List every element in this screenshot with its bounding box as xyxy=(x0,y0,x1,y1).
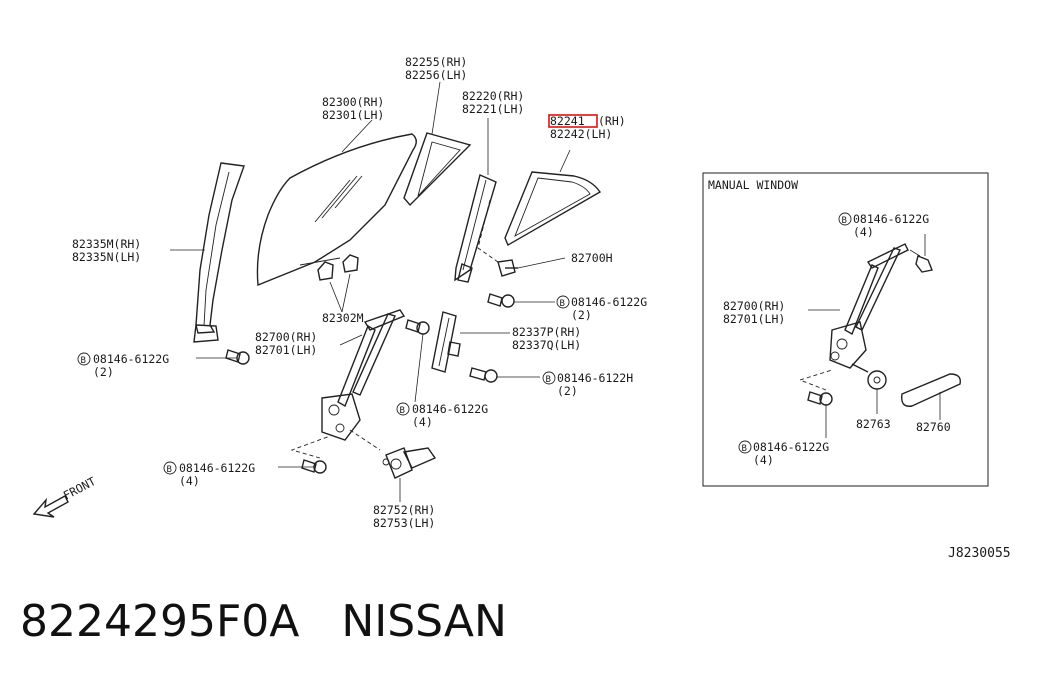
b-symbol-circle xyxy=(77,352,91,366)
label-bolt-b: 08146-6122G xyxy=(93,352,169,366)
label-82337p: 82337P(RH) xyxy=(512,325,581,339)
manual-window-panel xyxy=(702,172,989,487)
label-mw-bolt-top-qty: (4) xyxy=(853,225,874,239)
quarter-glass-82241 xyxy=(504,149,601,246)
b-symbol: B xyxy=(400,406,405,416)
b-symbol-circle xyxy=(738,440,752,454)
label-bolt-h: 08146-6122H xyxy=(557,371,633,385)
label-82220: 82220(RH) xyxy=(462,89,524,103)
b-symbol: B xyxy=(742,444,747,454)
label-82335n: 82335N(LH) xyxy=(72,250,141,264)
window-regulator-82700 xyxy=(321,309,406,441)
label-mw-bolt-top: 08146-6122G xyxy=(853,212,929,226)
door-glass-82300 xyxy=(256,119,417,287)
b-symbol: B xyxy=(546,375,551,385)
label-mw-82700: 82700(RH) xyxy=(723,299,785,313)
label-82255: 82255(RH) xyxy=(405,55,467,69)
label-bolt-h-qty: (2) xyxy=(557,384,578,398)
label-82301: 82301(LH) xyxy=(322,108,384,122)
weatherstrip-82335 xyxy=(170,162,245,343)
partition-glass-82255 xyxy=(403,81,472,207)
b-symbol: B xyxy=(842,216,847,226)
b-symbol-circle xyxy=(542,371,556,385)
brand-name: NISSAN xyxy=(341,596,507,647)
b-symbol: B xyxy=(81,356,86,366)
label-82752: 82752(RH) xyxy=(373,503,435,517)
b-symbol: B xyxy=(167,465,172,475)
label-bolt-d: 08146-6122G xyxy=(179,461,255,475)
label-82300: 82300(RH) xyxy=(322,95,384,109)
label-bolt-c: 08146-6122G xyxy=(412,402,488,416)
bolt-a xyxy=(487,293,555,308)
highlight-box xyxy=(548,114,598,128)
bolt-c xyxy=(405,319,430,403)
label-82221: 82221(LH) xyxy=(462,102,524,116)
label-82753: 82753(LH) xyxy=(373,516,435,530)
label-bolt-a: 08146-6122G xyxy=(571,295,647,309)
label-bolt-a-qty: (2) xyxy=(571,308,592,322)
label-82760: 82760 xyxy=(916,420,951,434)
label-82302m: 82302M xyxy=(322,311,364,325)
part-number: 8224295F0A xyxy=(20,596,300,647)
label-82337q: 82337Q(LH) xyxy=(512,338,581,352)
label-82700h: 82700H xyxy=(571,251,613,265)
part-caption: 8224295F0A NISSAN xyxy=(20,596,507,647)
label-82242: 82242(LH) xyxy=(550,127,612,141)
motor-82752 xyxy=(349,429,437,502)
diagram-ref-code: J8230055 xyxy=(948,546,1011,561)
label-82335m: 82335M(RH) xyxy=(72,237,141,251)
label-bolt-d-qty: (4) xyxy=(179,474,200,488)
label-82701: 82701(LH) xyxy=(255,343,317,357)
label-82241-rh: (RH) xyxy=(598,114,626,128)
b-symbol-circle xyxy=(838,212,852,226)
label-bolt-c-qty: (4) xyxy=(412,415,433,429)
b-symbol-circle xyxy=(163,461,177,475)
glass-holder-82302m xyxy=(317,254,359,313)
label-mw-bolt-bot: 08146-6122G xyxy=(753,440,829,454)
b-symbol: B xyxy=(560,299,565,309)
label-mw-bolt-bot-qty: (4) xyxy=(753,453,774,467)
manual-window-title: MANUAL WINDOW xyxy=(708,178,798,192)
label-82256: 82256(LH) xyxy=(405,68,467,82)
bolt-82700h xyxy=(497,257,566,277)
sash-82220 xyxy=(454,118,499,283)
label-82700: 82700(RH) xyxy=(255,330,317,344)
bolt-d xyxy=(278,435,331,474)
bolt-h xyxy=(469,367,540,383)
b-symbol-circle xyxy=(556,295,570,309)
label-82763: 82763 xyxy=(856,417,891,431)
label-bolt-b-qty: (2) xyxy=(93,365,114,379)
front-arrow xyxy=(32,495,69,518)
b-symbol-circle xyxy=(396,402,410,416)
bolt-b xyxy=(196,349,250,365)
label-front: FRONT xyxy=(61,474,98,503)
label-82241: 82241 xyxy=(550,114,585,128)
guide-channel-82337 xyxy=(431,311,510,373)
label-mw-82701: 82701(LH) xyxy=(723,312,785,326)
